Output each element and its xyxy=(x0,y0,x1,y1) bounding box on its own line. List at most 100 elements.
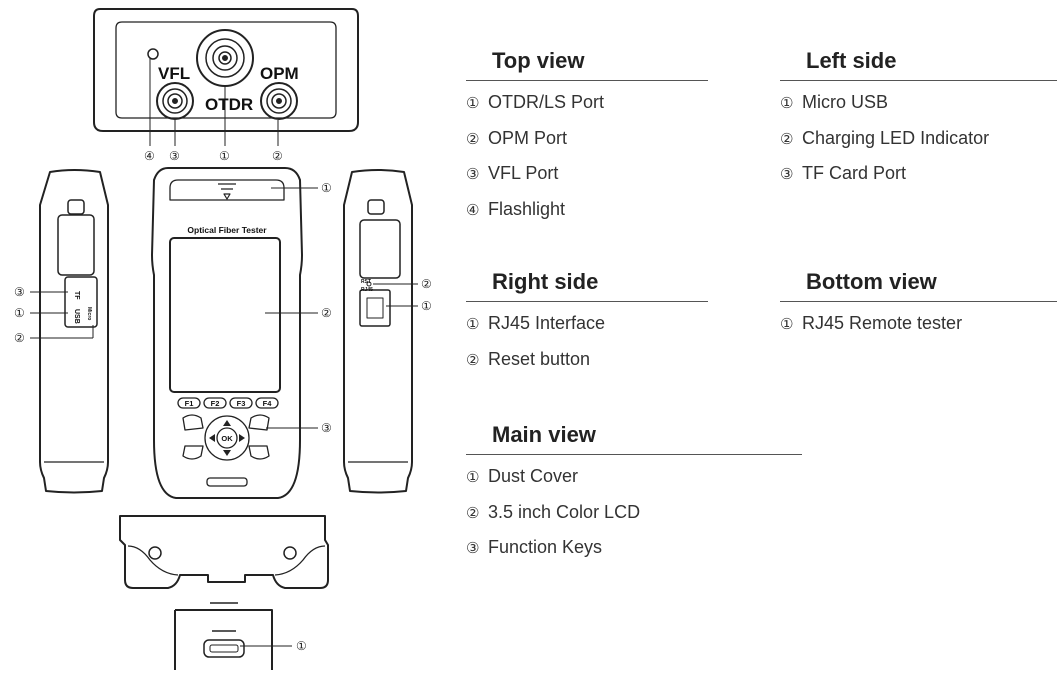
top-callout-2: ② xyxy=(272,149,283,163)
legend-main-view-title: Main view xyxy=(466,422,802,455)
main-callout-2: ② xyxy=(321,306,332,320)
f4-key: F4 xyxy=(263,399,273,408)
legend-top-view-title: Top view xyxy=(466,48,708,81)
dpad-arrows xyxy=(209,420,245,456)
item-text: Function Keys xyxy=(488,537,603,557)
legend-left-side-title: Left side xyxy=(780,48,1057,81)
reset-button xyxy=(366,281,372,287)
main-view-drawing xyxy=(151,167,318,499)
otdr-label: OTDR xyxy=(205,95,253,114)
top-view-inner xyxy=(115,21,337,119)
list-item: ① RJ45 Interface xyxy=(466,310,708,346)
top-callout-1: ① xyxy=(219,149,230,163)
opm-label: OPM xyxy=(260,64,299,83)
list-item: ② OPM Port xyxy=(466,125,708,161)
dpad xyxy=(204,415,250,461)
lcd-screen xyxy=(169,237,281,393)
top-view-outline xyxy=(93,8,359,132)
item-number: ① xyxy=(466,94,480,112)
legend-top-view: Top view ① OTDR/LS Port ② OPM Port ③ VFL Po… xyxy=(466,48,708,231)
ok-key: OK xyxy=(221,434,233,443)
item-text: 3.5 inch Color LCD xyxy=(488,501,641,522)
f2-key: F2 xyxy=(211,399,220,408)
item-number: ③ xyxy=(466,539,480,557)
left-callout-1: ① xyxy=(14,306,25,320)
right-side-outline xyxy=(343,169,413,494)
left-side-drawing xyxy=(30,169,109,494)
item-number: ② xyxy=(466,129,480,148)
list-item: ④ Flashlight xyxy=(466,196,708,232)
list-item: ③ Function Keys xyxy=(466,534,802,570)
item-number: ② xyxy=(466,503,480,522)
item-text: Flashlight xyxy=(488,198,566,219)
list-item: ② 3.5 inch Color LCD xyxy=(466,499,802,535)
left-side-outline xyxy=(39,169,109,494)
bottom-view-outline xyxy=(119,515,329,589)
micro-label: Micro xyxy=(86,307,92,320)
list-item: ③ TF Card Port xyxy=(780,160,1057,196)
top-callout-4: ④ xyxy=(144,149,155,163)
usb-label: USB xyxy=(73,309,80,324)
vfl-port-icon xyxy=(156,82,194,120)
item-number: ③ xyxy=(466,165,480,183)
bottom-view-drawing xyxy=(119,515,329,670)
item-text: TF Card Port xyxy=(802,163,907,183)
f3-key: F3 xyxy=(237,399,246,408)
fkey-row xyxy=(177,397,279,409)
item-text: OTDR/LS Port xyxy=(488,92,605,112)
rj45-port xyxy=(359,289,391,327)
item-number: ② xyxy=(780,129,794,148)
legend-left-side: Left side ① Micro USB ② Charging LED Indic… xyxy=(780,48,1057,196)
device-diagram: VFL OTDR OPM ④ ③ ① ② Optical Fiber Teste… xyxy=(14,8,432,670)
remote-rj45 xyxy=(203,639,245,658)
bottom-callout-1: ① xyxy=(296,639,307,653)
list-item: ① Dust Cover xyxy=(466,463,802,499)
main-body-outline xyxy=(151,167,303,499)
item-number: ① xyxy=(780,94,794,112)
left-ports xyxy=(64,276,98,328)
vfl-label: VFL xyxy=(158,64,190,83)
item-number: ① xyxy=(466,315,480,333)
left-callout-2: ② xyxy=(14,331,25,345)
item-text: VFL Port xyxy=(488,163,559,183)
item-number: ① xyxy=(466,468,480,486)
legend-main-view: Main view ① Dust Cover ② 3.5 inch Color LC… xyxy=(466,422,802,570)
list-item: ② Reset button xyxy=(466,346,708,382)
rst-label: RST xyxy=(361,279,371,285)
list-item: ① Micro USB xyxy=(780,89,1057,125)
main-callout-1: ① xyxy=(321,181,332,195)
item-text: Micro USB xyxy=(802,92,889,112)
tf-label: TF xyxy=(73,291,80,300)
f1-key: F1 xyxy=(185,399,194,408)
legend-bottom-view-title: Bottom view xyxy=(780,269,1057,302)
dust-cover-arrow xyxy=(218,183,236,200)
item-text: OPM Port xyxy=(488,127,568,148)
item-text: Reset button xyxy=(488,348,591,369)
list-item: ① OTDR/LS Port xyxy=(466,89,708,125)
flashlight-icon xyxy=(147,48,159,60)
item-number: ③ xyxy=(780,165,794,183)
item-number: ① xyxy=(780,315,794,333)
item-text: Charging LED Indicator xyxy=(802,127,990,148)
bottom-slot xyxy=(206,477,248,487)
left-cover xyxy=(57,214,95,276)
screen-title: Optical Fiber Tester xyxy=(187,225,267,235)
right-callout-1: ① xyxy=(421,299,432,313)
legend-right-side-title: Right side xyxy=(466,269,708,302)
list-item: ② Charging LED Indicator xyxy=(780,125,1057,161)
right-cover xyxy=(359,219,401,279)
item-text: Dust Cover xyxy=(488,466,579,486)
item-text: RJ45 Interface xyxy=(488,313,606,333)
top-view-drawing xyxy=(93,8,359,146)
dust-cover xyxy=(169,179,285,201)
otdr-port-icon xyxy=(196,29,254,87)
rj45-label: RJ45 xyxy=(361,287,373,293)
remote-tester xyxy=(174,609,273,670)
right-side-drawing xyxy=(343,169,418,494)
item-number: ④ xyxy=(466,200,480,219)
right-callout-2: ② xyxy=(421,277,432,291)
top-callout-3: ③ xyxy=(169,149,180,163)
list-item: ③ VFL Port xyxy=(466,160,708,196)
item-number: ② xyxy=(466,350,480,369)
